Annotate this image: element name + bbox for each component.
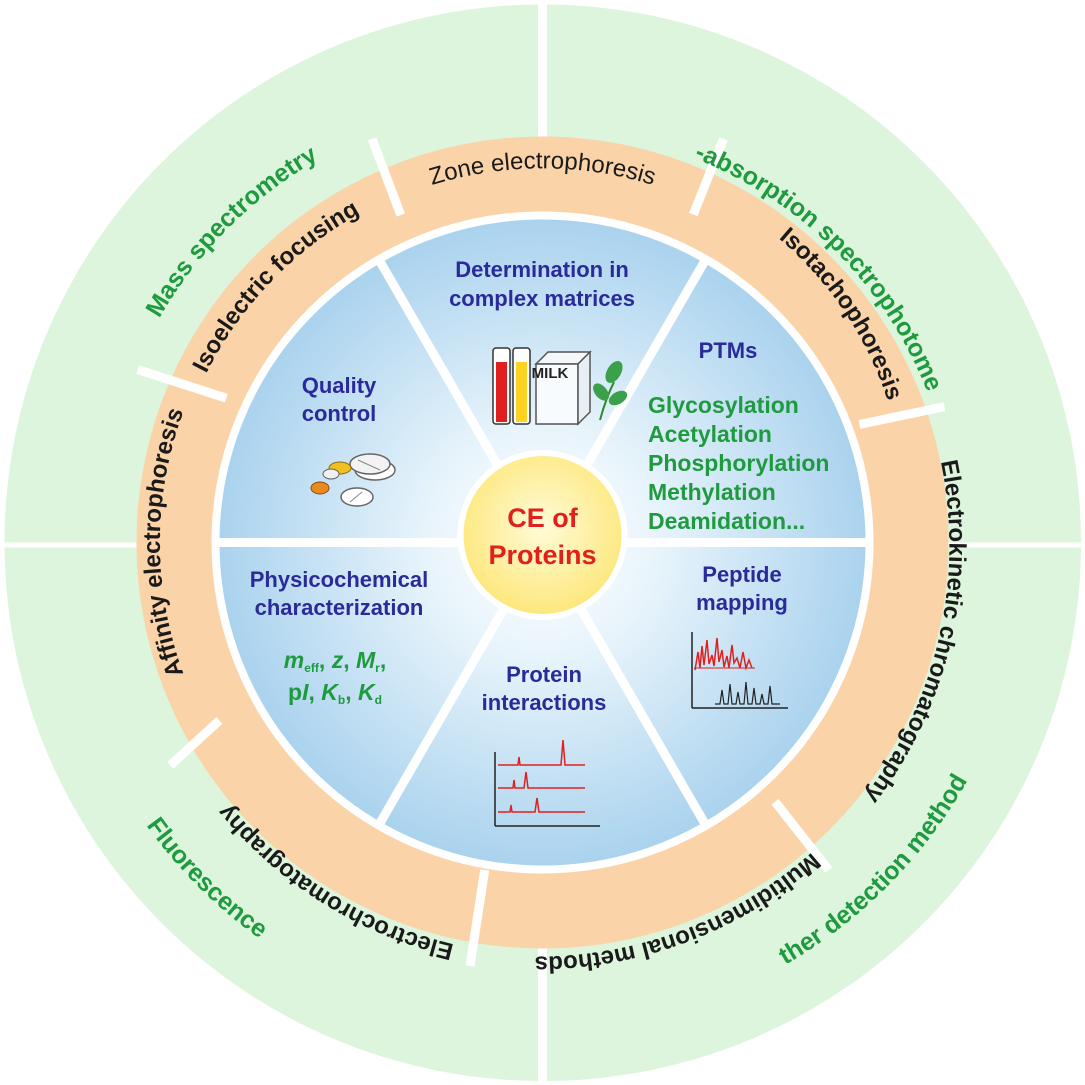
heading-protein-interactions-line1: Protein bbox=[506, 662, 582, 687]
ptm-item: Deamidation... bbox=[648, 508, 805, 534]
heading-quality-control-line1: Quality bbox=[302, 373, 377, 398]
pills-icon bbox=[310, 453, 396, 507]
heading-protein-interactions-line2: interactions bbox=[482, 690, 607, 715]
milk-carton-icon bbox=[534, 350, 592, 426]
milk-label: MILK bbox=[532, 365, 569, 382]
center-title-line1: CE of bbox=[507, 503, 579, 533]
peptide-map-electropherogram-icon bbox=[691, 632, 788, 709]
ptm-item: Methylation bbox=[648, 479, 776, 505]
heading-physicochemical-line1: Physicochemical bbox=[250, 567, 429, 592]
center-title-line2: Proteins bbox=[488, 540, 596, 570]
heading-determination-line1: Determination in bbox=[455, 257, 629, 282]
plant-leaf-icon bbox=[593, 361, 628, 421]
parameter-list-line1: meff, z, Mr, bbox=[284, 647, 386, 675]
inner-disc-border bbox=[211, 211, 874, 874]
heading-ptms: PTMs bbox=[699, 338, 758, 363]
ptm-item: Acetylation bbox=[648, 421, 772, 447]
protein-interaction-traces-icon bbox=[494, 739, 600, 827]
ptm-item: Phosphorylation bbox=[648, 450, 829, 476]
heading-physicochemical-line2: characterization bbox=[255, 595, 424, 620]
test-tubes-icon bbox=[492, 347, 531, 425]
ptm-item: Glycosylation bbox=[648, 392, 799, 418]
heading-quality-control-line2: control bbox=[302, 401, 377, 426]
middle-ring-dividers bbox=[136, 137, 946, 967]
parameter-list-line2: pI, Kb, Kd bbox=[288, 679, 382, 707]
center-circle bbox=[457, 450, 628, 620]
heading-peptide-mapping-line2: mapping bbox=[696, 590, 788, 615]
heading-peptide-mapping-line1: Peptide bbox=[702, 562, 781, 587]
heading-determination-line2: complex matrices bbox=[449, 286, 635, 311]
